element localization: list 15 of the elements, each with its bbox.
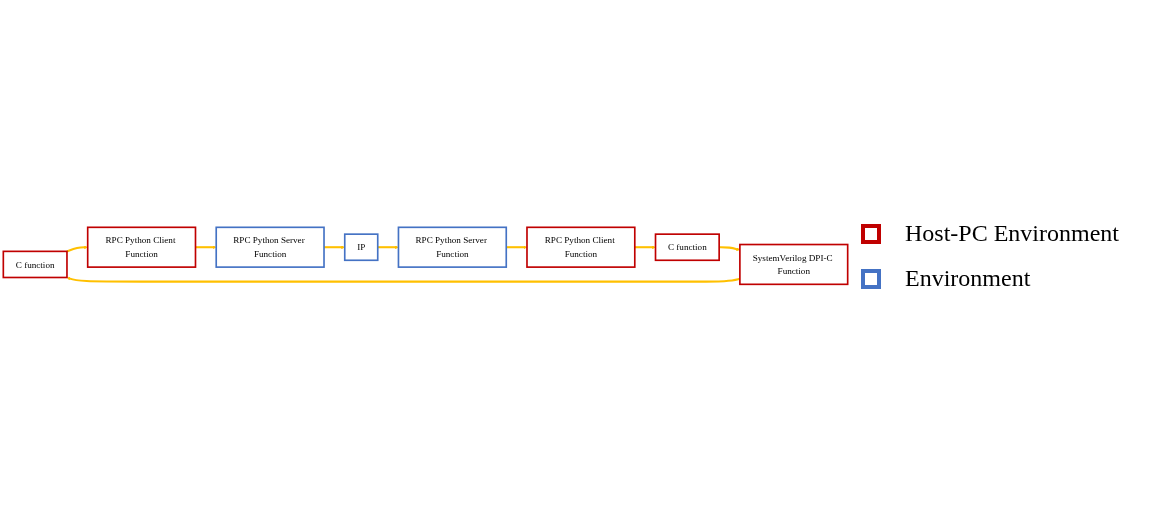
legend-label: Host-PC Environment [905,220,1119,247]
arrow [377,245,399,250]
node-box: RPC Python Server Function [215,226,325,269]
arrow [195,245,217,250]
node-box: RPC Python Client Function [526,226,636,269]
arrow [634,245,656,250]
arrow [66,245,88,253]
legend-label: Environment [905,265,1031,292]
node-box: C function [654,233,720,262]
node-box: RPC Python Server Function [397,226,508,269]
node-box: SystemVerilog DPI-C Function [739,243,849,286]
node-box: C function [2,250,68,279]
node-box: IP [343,233,379,262]
arrow [324,245,345,250]
node-box: RPC Python Client Function [86,226,197,269]
